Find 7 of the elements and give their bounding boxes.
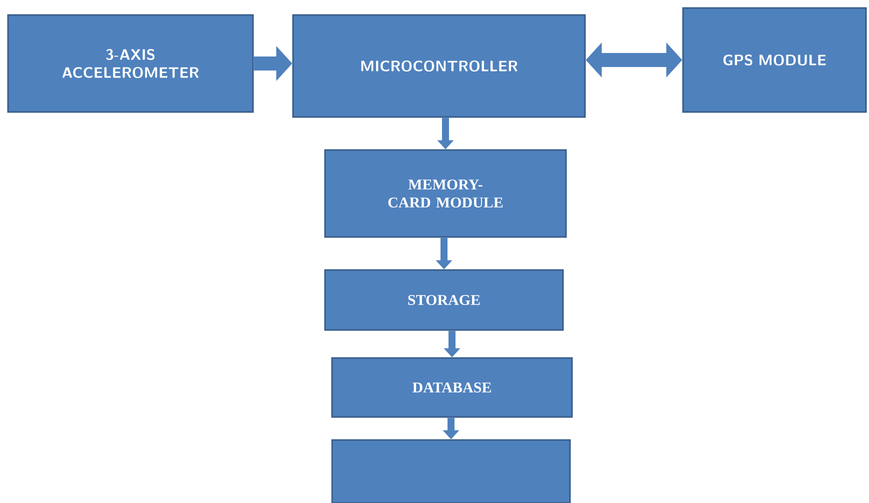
empty-box xyxy=(331,439,571,503)
process-box: STORAGE xyxy=(324,269,564,331)
process-box: MICROCONTROLLER xyxy=(292,14,586,118)
process-box: GPS MODULE xyxy=(682,7,867,113)
process-box: MEMORY-CARD MODULE xyxy=(324,149,567,238)
process-box: DATABASE xyxy=(331,357,573,418)
process-box: 3-AXIS ACCELEROMETER xyxy=(7,14,254,113)
